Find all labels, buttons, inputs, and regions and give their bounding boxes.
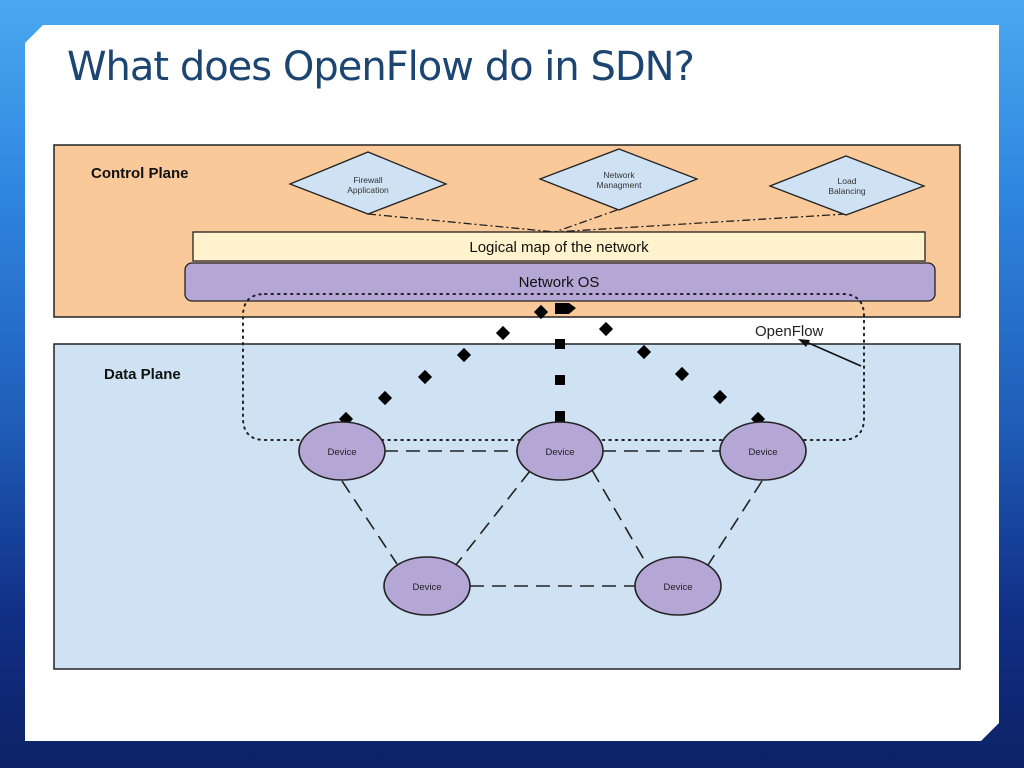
channel-marker (533, 304, 549, 320)
network-os-box[interactable]: Network OS (184, 262, 936, 302)
app-label-line1: Firewall (353, 175, 382, 185)
app-network-management[interactable]: Network Managment (538, 148, 699, 211)
channel-marker (417, 369, 433, 385)
device-5[interactable]: Device (634, 556, 722, 616)
diamond-shape (288, 151, 448, 215)
channel-marker (495, 325, 511, 341)
diamond-shape (538, 148, 699, 211)
device-2[interactable]: Device (516, 421, 604, 481)
channel-arrowhead (555, 303, 576, 314)
device-shape (516, 421, 604, 481)
network-os-rect (184, 262, 936, 302)
link-firewall-map (367, 213, 556, 233)
logical-map-box[interactable]: Logical map of the network (192, 231, 926, 262)
app-load-balancing[interactable]: Load Balancing (768, 155, 926, 216)
channel-marker (712, 389, 728, 405)
link-d2-d4 (454, 470, 531, 567)
device-shape (634, 556, 722, 616)
logical-map-label: Logical map of the network (469, 239, 649, 256)
device-shape (719, 421, 807, 481)
device-shape (298, 421, 386, 481)
control-plane-label: Control Plane (91, 165, 189, 182)
diamond-shape (768, 155, 926, 216)
channel-marker (674, 366, 690, 382)
channel-marker (555, 411, 565, 422)
openflow-region (242, 293, 865, 441)
openflow-channels (338, 303, 766, 427)
channel-marker (598, 321, 614, 337)
device-3[interactable]: Device (719, 421, 807, 481)
data-plane-label: Data Plane (104, 366, 181, 383)
slide-title: What does OpenFlow do in SDN? (67, 44, 695, 90)
channel-marker (555, 339, 565, 349)
device-label: Device (663, 582, 692, 593)
channel-marker (456, 347, 472, 363)
openflow-label: OpenFlow (755, 323, 824, 340)
device-links (341, 450, 763, 587)
device-shape (383, 556, 471, 616)
link-d3-d5 (707, 480, 763, 566)
app-label-line2: Managment (597, 180, 643, 190)
openflow-arrow (798, 339, 862, 367)
network-os-label: Network OS (519, 274, 600, 291)
logical-map-rect (192, 231, 926, 262)
device-label: Device (748, 447, 777, 458)
channel-marker (377, 390, 393, 406)
device-label: Device (545, 447, 574, 458)
link-loadbal-map (554, 213, 847, 233)
app-label-line2: Balancing (828, 186, 866, 196)
app-links (367, 209, 847, 233)
app-firewall[interactable]: Firewall Application (288, 151, 448, 215)
device-4[interactable]: Device (383, 556, 471, 616)
app-label-line1: Load (838, 176, 857, 186)
channel-marker (636, 344, 652, 360)
app-label-line1: Network (603, 170, 635, 180)
device-label: Device (327, 447, 356, 458)
device-label: Device (412, 582, 441, 593)
link-netmgmt-map (554, 209, 618, 233)
device-1[interactable]: Device (298, 421, 386, 481)
data-plane-box (53, 343, 961, 670)
channel-marker (555, 375, 565, 385)
app-label-line2: Application (347, 185, 389, 195)
link-d1-d4 (341, 480, 398, 565)
link-d2-d5 (591, 469, 647, 564)
